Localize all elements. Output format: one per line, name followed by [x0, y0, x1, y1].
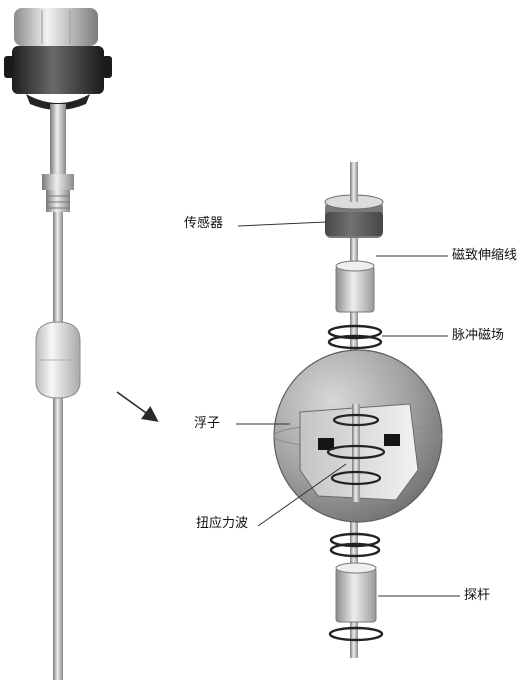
label-sensor: 传感器 — [184, 216, 224, 231]
torsional-wave-coil — [326, 413, 386, 486]
exploded-view — [273, 162, 443, 658]
leader-torsional-wave — [257, 463, 347, 527]
magnet-left — [318, 438, 334, 450]
leader-lines — [236, 221, 460, 597]
label-pulse-magnetic-field: 脉冲磁场 — [452, 328, 505, 343]
label-probe-rod: 探杆 — [464, 588, 491, 603]
upper-rod — [50, 104, 66, 174]
housing-cap — [14, 8, 98, 46]
upper-tube — [335, 260, 375, 313]
probe-rod-photo — [53, 212, 63, 680]
label-magnetostrictive-wire: 磁致伸缩线 — [452, 248, 518, 263]
magnet-right — [384, 434, 400, 446]
float-sphere — [273, 349, 443, 523]
lower-tube — [335, 562, 377, 623]
label-float: 浮子 — [194, 416, 221, 431]
float-photo — [35, 321, 81, 399]
process-fitting — [42, 174, 74, 212]
sensor-head — [324, 162, 384, 238]
pulse-field-coil-top — [327, 324, 383, 350]
lower-coil — [329, 532, 381, 558]
pointer-arrow — [116, 391, 159, 422]
transmitter-photo — [4, 8, 112, 680]
label-torsional-stress-wave: 扭应力波 — [196, 516, 249, 531]
bottom-coil — [328, 626, 384, 642]
housing-body — [4, 46, 112, 110]
leader-sensor — [237, 221, 327, 227]
